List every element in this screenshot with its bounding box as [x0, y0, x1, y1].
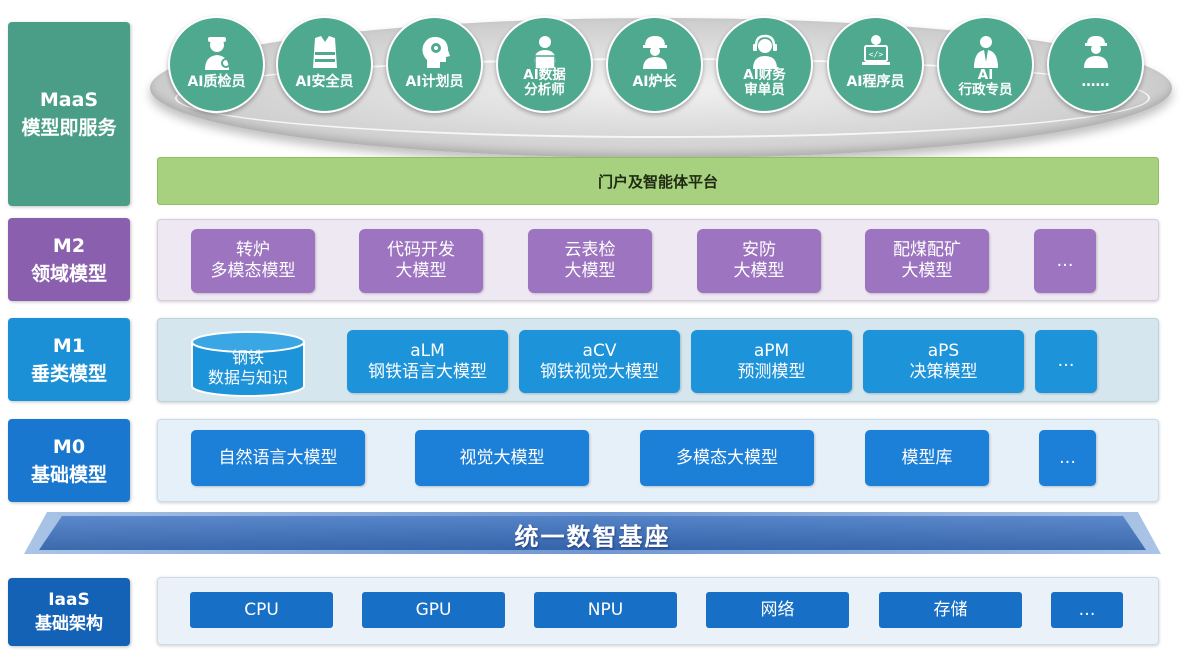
- m2-model-box: 代码开发 大模型: [359, 229, 483, 293]
- m0-more-label: …: [1059, 447, 1076, 468]
- iaas-resource-label: 存储: [933, 599, 968, 620]
- iaas-resource-box: GPU: [362, 592, 505, 628]
- m2-model-box: 配煤配矿 大模型: [865, 229, 989, 293]
- m2-model-label: 转炉 多模态模型: [210, 240, 296, 281]
- m2-model-box: 安防 大模型: [697, 229, 821, 293]
- safety-vest-icon: [312, 36, 337, 68]
- m1-model-box: aCV 钢铁视觉大模型: [519, 330, 680, 393]
- m0-model-box: 视觉大模型: [415, 430, 589, 486]
- hardhat-worker-icon: [642, 36, 667, 69]
- m2-model-label: 云表检 大模型: [564, 240, 616, 281]
- svg-text:</>: </>: [868, 50, 883, 59]
- m1-model-label: aLM 钢铁语言大模型: [368, 340, 487, 382]
- m2-band: [157, 219, 1159, 301]
- agent-label: AI计划员: [405, 74, 464, 90]
- m0-model-label: 视觉大模型: [459, 447, 545, 468]
- headset-agent-icon: [752, 34, 777, 69]
- portal-platform-bar: 门户及智能体平台: [157, 157, 1159, 205]
- inspector-icon: [204, 37, 231, 70]
- m2-more-label: …: [1056, 250, 1074, 271]
- m2-code: M2: [52, 234, 86, 257]
- agent-label: AI质检员: [187, 74, 246, 90]
- agent-label: ……: [1081, 74, 1110, 90]
- m0-code: M0: [52, 435, 86, 458]
- iaas-layer-label: IaaS 基础架构: [8, 578, 130, 646]
- agent-label: AI 行政专员: [958, 67, 1013, 98]
- agent-label: AI财务 审单员: [743, 67, 786, 98]
- iaas-resource-box: NPU: [534, 592, 677, 628]
- m1-model-box: aLM 钢铁语言大模型: [347, 330, 508, 393]
- agent-circle: AI炉长: [606, 16, 703, 113]
- worker-icon: [1083, 36, 1108, 68]
- head-gear-icon: [422, 36, 450, 68]
- m0-model-box: 自然语言大模型: [191, 430, 365, 486]
- iaas-resource-box: CPU: [190, 592, 333, 628]
- unified-base-label: 统一数智基座: [514, 522, 671, 551]
- m0-model-label: 模型库: [901, 447, 953, 468]
- agent-label: AI程序员: [846, 74, 905, 90]
- agent-circle: AI安全员: [276, 16, 373, 113]
- maas-code: MaaS: [39, 89, 99, 111]
- iaas-resource-box: 存储: [879, 592, 1022, 628]
- agent-circle: AI财务 审单员: [716, 16, 813, 113]
- m0-layer-label: M0 基础模型: [8, 419, 130, 502]
- agent-circle: </> AI程序员: [827, 16, 924, 113]
- iaas-code: IaaS: [48, 590, 90, 610]
- m2-model-label: 安防 大模型: [733, 240, 785, 281]
- base-slab-shape: [24, 512, 1161, 554]
- agent-circle: AI计划员: [386, 16, 483, 113]
- iaas-resource-box: 网络: [706, 592, 849, 628]
- data-knowledge-box: 钢铁 数据与知识: [190, 344, 306, 392]
- iaas-more-label: …: [1078, 599, 1096, 620]
- programmer-icon: </>: [861, 35, 890, 65]
- maas-layer-label: MaaS 模型即服务: [8, 22, 130, 206]
- m2-model-box: 云表检 大模型: [528, 229, 652, 293]
- m1-layer-label: M1 垂类模型: [8, 318, 130, 401]
- m0-model-label: 自然语言大模型: [218, 447, 338, 468]
- agent-label: AI安全员: [295, 74, 354, 90]
- iaas-name: 基础架构: [35, 614, 103, 634]
- iaas-resource-label: CPU: [244, 599, 279, 620]
- agent-circle: AI 行政专员: [937, 16, 1034, 113]
- m0-model-box: 多模态大模型: [640, 430, 814, 486]
- agent-circle: AI数据 分析师: [496, 16, 593, 113]
- m1-code: M1: [52, 334, 86, 357]
- agent-label: AI炉长: [632, 74, 677, 90]
- iaas-resource-label: 网络: [760, 599, 795, 620]
- m1-more-box: …: [1035, 330, 1097, 393]
- m1-model-label: aPS 决策模型: [909, 340, 978, 382]
- m1-model-label: aCV 钢铁视觉大模型: [540, 340, 659, 382]
- maas-name: 模型即服务: [21, 117, 117, 139]
- m2-more-box: …: [1034, 229, 1096, 293]
- m0-model-box: 模型库: [865, 430, 989, 486]
- analyst-icon: [533, 36, 556, 70]
- agent-circle: ……: [1047, 16, 1144, 113]
- m0-name: 基础模型: [30, 463, 107, 486]
- iaas-resource-label: GPU: [415, 599, 452, 620]
- unified-base-slab: 统一数智基座: [22, 510, 1163, 558]
- agent-label: AI数据 分析师: [523, 67, 566, 98]
- m2-layer-label: M2 领域模型: [8, 218, 130, 301]
- office-clerk-icon: [973, 36, 998, 68]
- m2-model-box: 转炉 多模态模型: [191, 229, 315, 293]
- data-cylinder-icon: [191, 331, 305, 397]
- m2-name: 领域模型: [30, 262, 107, 285]
- iaas-more-box: …: [1051, 592, 1123, 628]
- data-knowledge-label: 钢铁 数据与知识: [207, 348, 288, 387]
- m1-model-box: aPS 决策模型: [863, 330, 1024, 393]
- m0-more-box: …: [1039, 430, 1096, 486]
- m1-model-box: aPM 预测模型: [691, 330, 852, 393]
- m1-name: 垂类模型: [30, 362, 107, 385]
- iaas-resource-label: NPU: [587, 599, 624, 620]
- m1-model-label: aPM 预测模型: [737, 340, 806, 382]
- agent-circle: AI质检员: [168, 16, 265, 113]
- m1-more-label: …: [1057, 351, 1075, 371]
- m2-model-label: 配煤配矿 大模型: [893, 240, 961, 281]
- m0-model-label: 多模态大模型: [676, 447, 778, 468]
- m2-model-label: 代码开发 大模型: [387, 240, 455, 281]
